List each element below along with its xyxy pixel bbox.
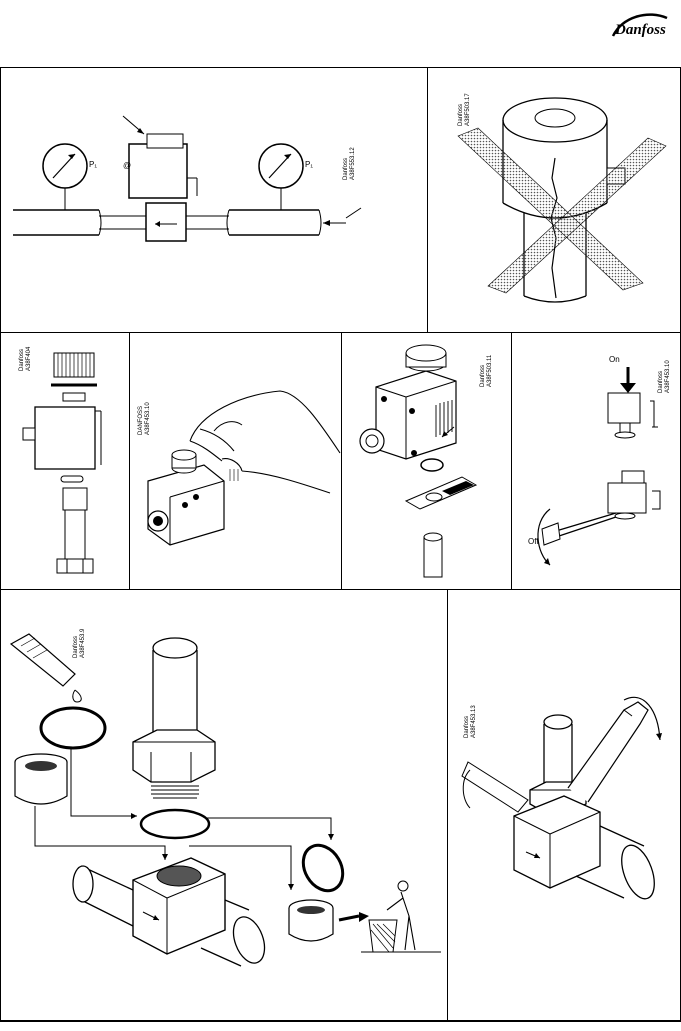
exploded-assembly-caption: Danfoss A38F453.9 (73, 628, 86, 658)
hand-mount-diagram (147, 390, 341, 546)
no-cut-caption: Danfoss A38F503.17 (458, 93, 471, 126)
coil-assembly-caption: Danfoss A38F404 (19, 346, 32, 371)
hand-mount-caption: DANFOSS A38F453.10 (138, 402, 151, 435)
coil-seal-caption: Danfoss A38F503.11 (480, 354, 493, 387)
panel-no-cut: Danfoss A38F503.17 (427, 67, 681, 333)
panel-tightening: Danfoss A38F453.13 (447, 589, 681, 1021)
off-label: Off (528, 537, 539, 546)
pressure-gauge-right (258, 143, 304, 210)
brand-name: Danfoss (614, 22, 666, 38)
panel-hand-mount: DANFOSS A38F453.10 (129, 332, 342, 590)
panel-coil-seal: Danfoss A38F503.11 (341, 332, 512, 590)
gauge-right-label: P₁ (305, 160, 314, 169)
gauge-left-label: P₁ (89, 160, 98, 169)
bottom-rule (0, 1020, 681, 1022)
danfoss-logo: Danfoss (611, 13, 668, 38)
pressure-test-caption: Danfoss A38F553.12 (343, 147, 356, 180)
panel-coil-assembly: Danfoss A38F404 (0, 332, 130, 590)
panel-exploded-assembly: Danfoss A38F453.9 (0, 589, 448, 1021)
no-cut-diagram (457, 97, 667, 303)
coil-assembly-diagram (22, 352, 102, 574)
manual-operation-diagram (537, 367, 661, 566)
panel-pressure-test: @ P₁ P₁ Danfoss A38F553.12 (0, 67, 428, 333)
svg-text:@: @ (123, 161, 131, 170)
pressure-test-diagram: @ (13, 115, 362, 242)
panel-manual-operation: On Off Danfoss A38F453.10 (511, 332, 681, 590)
on-label: On (609, 355, 620, 364)
manual-operation-caption: Danfoss A38F453.10 (658, 360, 671, 393)
pressure-gauge-left (42, 143, 88, 210)
coil-seal-diagram (359, 344, 478, 578)
exploded-assembly-diagram (9, 633, 441, 967)
tightening-caption: Danfoss A38F453.13 (464, 705, 477, 738)
tightening-diagram (461, 696, 662, 900)
